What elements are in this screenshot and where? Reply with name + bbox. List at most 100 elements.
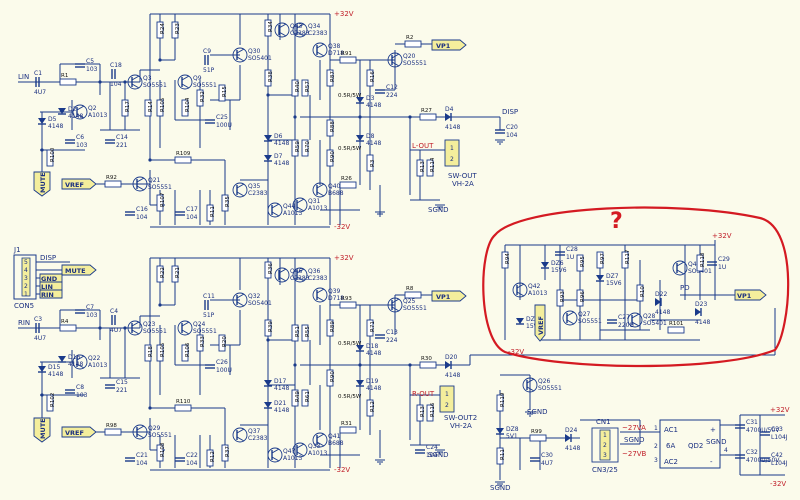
transistor-q27-part: SO5551 (578, 318, 602, 325)
res-r101-ref: R101 (669, 321, 683, 327)
res-top-r114: R114 (426, 157, 436, 177)
j1-signal-lin: LIN (41, 283, 53, 291)
res-top-r107-ref: R107 (160, 192, 166, 207)
cap-c33-ref: C33 (771, 426, 783, 433)
rail-pos-top: +32V (334, 10, 354, 18)
transistor-q28-ref: Q28 (643, 313, 656, 320)
cap-c24-val: 104 (426, 452, 438, 459)
transistor-q30-ref: Q30 (248, 48, 261, 55)
label-05r-top-1: 0.5R/5W (338, 93, 362, 99)
rail-lines (149, 13, 330, 471)
transistor-q36-part: C2383 (308, 275, 328, 282)
transistor-q32-ref: Q32 (248, 293, 261, 300)
zener-dz8-ref: DZ8 (506, 426, 519, 433)
cap-c28-val: 1U (566, 254, 574, 261)
transistor-q34-ref: Q34 (308, 23, 321, 30)
res-bot-r39-ref: R39 (268, 321, 274, 332)
res-top-r57: R57 (301, 79, 311, 97)
res-prot-r97-ref: R97 (600, 253, 606, 264)
diode-d8-val: 4148 (366, 140, 381, 147)
transistor-q35-part: C2383 (248, 190, 268, 197)
rail-neg-bottom: -32V (334, 466, 350, 474)
res-top-r88-ref: R88 (330, 121, 336, 132)
junction-dot (158, 58, 162, 62)
cn1-label-sgnd: SGND (624, 436, 645, 444)
transistor-q9-ref: Q9 (193, 75, 202, 82)
res-top-r23: R23 (171, 21, 181, 39)
cap-c9-val: 51P (203, 67, 215, 74)
transistor-q41-part: B688 (328, 440, 344, 447)
res-top-r14: R14 (144, 99, 154, 117)
gnd-bot-sgnd (435, 449, 445, 455)
res-bot-r13b: R13 (416, 404, 426, 422)
junction-dot (98, 326, 102, 330)
res-bot-r39: R39 (264, 319, 274, 337)
diode-d8-ref: D8 (366, 133, 375, 140)
transistor-q45-ref: Q45 (688, 261, 701, 268)
res-bot-r20: R20 (218, 334, 228, 352)
cap-c4-val: 4U7 (110, 327, 122, 334)
cap-c25-ref: C25 (216, 114, 228, 121)
cap-c6-ref: C6 (76, 134, 84, 141)
res-top-r3: R3 (366, 154, 376, 172)
cap-c12-val: 224 (386, 92, 398, 99)
res-r26: R26 (339, 176, 357, 189)
cap-c21-val: 104 (136, 460, 148, 467)
transistor-q3-part: SO5551 (143, 82, 167, 89)
res-bot-r105b-ref: R105 (160, 342, 166, 357)
res-prot-r117: R117 (621, 249, 631, 269)
cap-c31-val: 4700U/50V (746, 427, 780, 434)
junction-dot (148, 406, 152, 410)
res-top-r70-ref: R70 (305, 141, 311, 152)
zener-dz7-val: 15V6 (606, 280, 622, 287)
res-bot-r116-ref: R116 (430, 402, 436, 417)
res-top-r105: R105 (156, 97, 166, 117)
res-top-r114-ref: R114 (430, 157, 436, 172)
res-bot-r22-ref: R22 (160, 267, 166, 278)
vref-tag-protect-text: VREF (537, 316, 545, 335)
sgnd-top: SGND (428, 206, 449, 214)
diode-d6-val: 4148 (274, 140, 289, 147)
res-top-r88: R88 (326, 119, 336, 137)
junction-dot (40, 148, 44, 152)
cap-c14-val: 221 (116, 142, 128, 149)
res-bot-r36: R36 (264, 261, 274, 279)
diode-d4-ref: D4 (445, 106, 454, 113)
cap-c7-ref: C7 (86, 304, 94, 311)
diode-d17-ref: D17 (274, 378, 286, 385)
res-r1: R1 (59, 73, 77, 86)
junction-dot (408, 115, 412, 119)
cap-c27-val: 220U (618, 322, 634, 329)
cap-c12-ref: C12 (386, 84, 398, 91)
res-prot-r94: R94 (501, 251, 511, 269)
cap-c29-ref: C29 (718, 256, 730, 263)
diode-d5-val: 4148 (48, 123, 63, 130)
cn1-label-a: ~27VA (622, 424, 646, 432)
cap-c13-ref: C13 (386, 329, 398, 336)
rin-tag: RIN (18, 319, 30, 327)
res-bot-r18: R18 (144, 344, 154, 362)
transistor-q25-part: SO5551 (403, 305, 427, 312)
cap-c5-ref: C5 (86, 58, 94, 65)
junction-dot (266, 338, 270, 342)
cn1-label-b: ~27VB (622, 450, 647, 458)
zener-dz6-ref: DZ6 (551, 260, 564, 267)
output-right: R-OUT 1 2 SW-OUT2 VH-2A (412, 385, 477, 430)
r-out-label: R-OUT (412, 390, 435, 398)
cap-c26-val: 100U (216, 367, 232, 374)
label-05r-bot-2: 0.5R/5W (338, 394, 362, 400)
red-annotation-loop (482, 206, 790, 368)
